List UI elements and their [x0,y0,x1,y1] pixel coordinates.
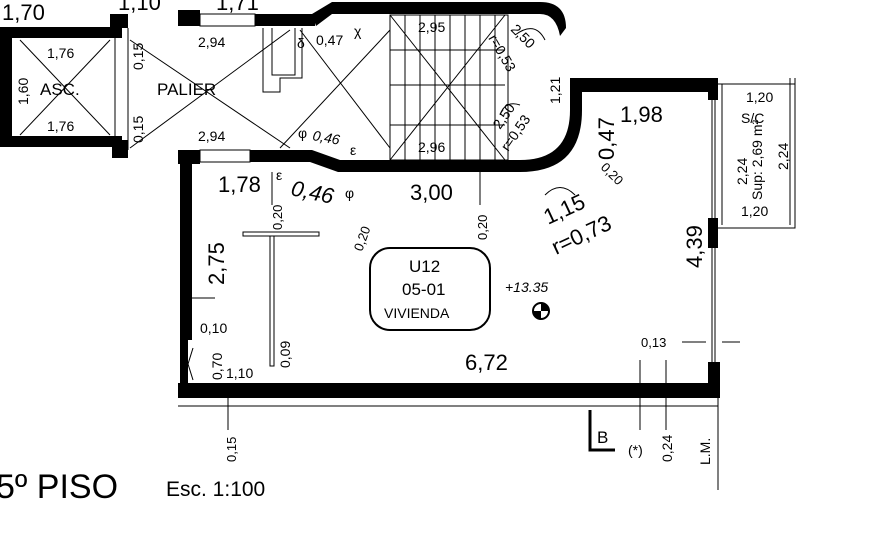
walls [0,2,720,398]
mark-phi-top: φ [298,125,307,141]
dim-arc-top: 2,50 [508,21,539,52]
dim-palier-top: 2,94 [198,34,225,50]
dim-asc-height: 1,60 [15,78,31,105]
room-label-landing: PALIER [157,80,216,99]
service-area: Sup: 2,69 m² [749,120,765,200]
dim-015: 0,15 [224,437,239,462]
dim-sc-right: 2,24 [775,143,791,170]
floor-title: 5º PISO [0,468,118,506]
mark-epsilon-top: ε [350,142,356,158]
line-municipal-label: L.M. [697,438,713,465]
dim-phi: 0,46 [311,127,341,148]
dim-height-275: 2,75 [204,242,229,285]
room-label-elevator: ASC. [40,80,80,99]
dim-length-300: 3,00 [410,180,453,205]
dim-stair-bottom: 2,96 [418,139,445,155]
dim-asc-bottom: 1,76 [47,118,74,134]
section-mark-b: B [597,428,608,447]
scale-label: Esc. 1:100 [166,478,265,501]
dim-asc-top: 1,76 [47,45,74,61]
unit-number: 05-01 [402,280,445,299]
dim-offset-020-a: 0,20 [270,205,285,230]
dim-stair-top: 2,95 [418,19,445,35]
room-label-service: S/C [741,110,764,126]
dim-070: 0,70 [209,353,225,380]
mark-epsilon: ε [276,167,282,183]
mark-phi: φ [345,185,354,201]
unit-code: U12 [409,257,440,276]
dim-width-672: 6,72 [465,350,508,375]
linework [19,13,796,490]
mark-chi: χ [354,23,362,39]
dim-024: 0,24 [659,435,675,462]
dim-left-178: 1,78 [218,172,261,197]
dim-top-mid: 1,10 [118,0,161,15]
dim-palier-gap-bottom: 0,15 [130,116,146,143]
mark-delta: δ [297,35,305,51]
dim-013: 0,13 [641,335,666,350]
unit-level: +13.35 [505,279,548,295]
dim-eps-046: 0,46 [289,175,337,209]
dim-010: 0,10 [200,320,227,336]
dim-offset-020-c: 0,20 [475,215,490,240]
unit-label-box [369,247,491,331]
dim-wall-047: 0,47 [594,117,619,160]
dim-009: 0,09 [277,341,293,368]
dim-width-198: 1,98 [620,102,663,127]
unit-use: VIVIENDA [384,305,450,321]
dim-top-right: 1,71 [216,0,259,15]
dim-110: 1,10 [226,365,253,381]
dim-palier-bottom: 2,94 [198,128,225,144]
dim-sc-bottom: 1,20 [741,203,768,219]
dim-gap-121: 1,21 [547,77,563,104]
dim-wall-020-diag: 0,20 [598,160,627,189]
dim-sc-left: 2,24 [734,158,750,185]
note-mark: (*) [628,442,643,458]
dim-offset-020-b: 0,20 [351,224,374,253]
dim-sc-top: 1,20 [746,89,773,105]
dim-palier-gap-top: 0,15 [130,43,146,70]
level-marker-icon [532,302,550,320]
dim-chi: 0,47 [316,32,343,48]
dim-height-439: 4,39 [682,225,707,268]
dim-top-left: 1,70 [2,0,45,25]
